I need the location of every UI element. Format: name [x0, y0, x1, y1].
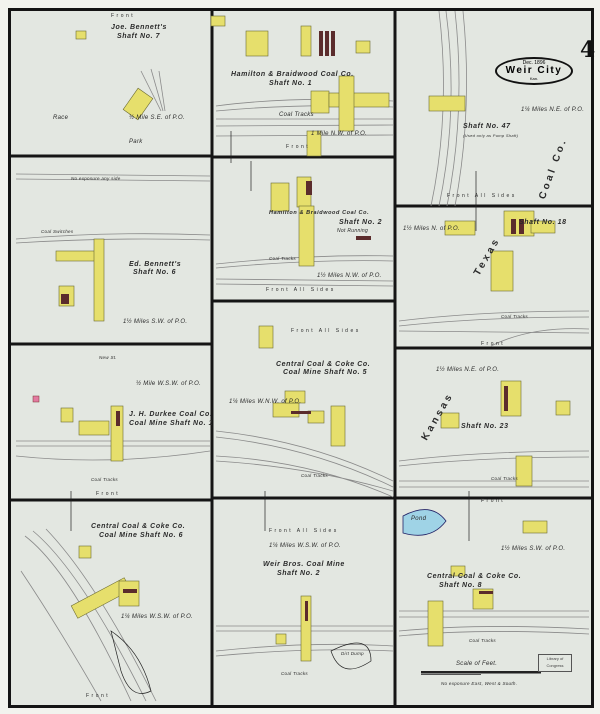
- panel-borders: [11, 11, 591, 705]
- panel-2-title: Hamilton & Braidwood Coal Co.: [231, 71, 354, 78]
- panel-6-distance: 1½ Miles N. of P.O.: [403, 226, 460, 232]
- state-name: Kan.: [529, 76, 539, 81]
- panel-1-distance: ½ Mile S.E. of P.O.: [129, 115, 185, 121]
- panel-5-distance: 1½ Miles N.W. of P.O.: [317, 273, 382, 279]
- north-arrows: [70, 131, 477, 541]
- panel-8-street-top: New St.: [99, 355, 117, 360]
- panel-4-switches: Coal Switches: [41, 229, 74, 234]
- panel-1-street: Front: [111, 13, 136, 19]
- stamp-text: Library of Congress: [546, 656, 564, 668]
- panel-8-tracks: Coal Tracks: [91, 477, 118, 482]
- panel-7-title: Central Coal & Coke Co.: [276, 361, 371, 368]
- panel-12-distance: 1½ Miles S.W. of P.O.: [501, 546, 566, 552]
- title-cartouche: Dec. 1896 Weir City Kan.: [495, 57, 573, 85]
- panel-8-street: Front: [96, 491, 121, 497]
- panel-6-shaft: Shaft No. 18: [519, 219, 567, 226]
- panel-11-shaft: Shaft No. 2: [277, 570, 321, 577]
- panel-1-park: Park: [129, 139, 143, 145]
- panel-6-tracks: Coal Tracks: [501, 314, 528, 319]
- panel-11-street: Front All Sides: [269, 528, 339, 534]
- panel-5-title: Hamilton & Braidwood Coal Co.: [269, 210, 370, 216]
- panel-2-distance: 1 Mile N.W. of P.O.: [311, 131, 368, 137]
- panel-9-distance: 1½ Miles N.E. of P.O.: [436, 367, 500, 373]
- panel-11-title: Weir Bros. Coal Mine: [263, 561, 345, 568]
- city-name: Weir City: [505, 65, 563, 76]
- panel-2-tracks: Coal Tracks: [279, 112, 314, 118]
- panel-3-distance: 1¼ Miles N.E. of P.O.: [521, 107, 585, 113]
- sanborn-map-sheet: 4 Dec. 1896 Weir City Kan. Joe. Bennett'…: [8, 8, 596, 708]
- panel-10-title: Central Coal & Coke Co.: [91, 523, 186, 530]
- panel-5-shaft: Shaft No. 2: [339, 219, 383, 226]
- panel-5-street: Front All Sides: [266, 287, 336, 293]
- panel-6-street: Front: [481, 341, 506, 347]
- panel-12-shaft: Shaft No. 8: [439, 582, 483, 589]
- panel-11-tracks: Coal Tracks: [281, 671, 308, 676]
- panel-3-shaft: Shaft No. 47: [463, 123, 511, 130]
- panel-8-title: J. H. Durkee Coal Co.: [129, 411, 213, 418]
- panel-8-distance: ½ Mile W.S.W. of P.O.: [136, 381, 202, 387]
- panel-10-distance: 1¼ Miles W.S.W. of P.O.: [121, 614, 194, 620]
- panel-4-shaft: Shaft No. 6: [133, 269, 177, 276]
- panel-12-tracks: Coal Tracks: [469, 638, 496, 643]
- panel-11-distance: 1¼ Miles W.S.W. of P.O.: [269, 543, 342, 549]
- map-date: Dec. 1896: [522, 60, 546, 66]
- panel-2-street: Front: [286, 144, 311, 150]
- panel-4-distance: 1½ Miles S.W. of P.O.: [123, 319, 188, 325]
- dirt-dump-outline: [330, 642, 372, 670]
- panel-2-shaft: Shaft No. 1: [269, 80, 313, 87]
- panel-8-shaft: Coal Mine Shaft No. 1: [129, 420, 214, 427]
- panel-5-tracks: Coal Tracks: [269, 256, 296, 261]
- panel-10-street: Front: [86, 693, 111, 699]
- panel-3-note: (Used only as Pump Shaft): [463, 133, 519, 138]
- panel-10-shaft: Coal Mine Shaft No. 6: [99, 532, 184, 539]
- panel-1-title: Joe. Bennett's: [111, 24, 167, 31]
- panel-9-shaft: Shaft No. 23: [461, 423, 509, 430]
- sheet-number: 4: [580, 37, 596, 63]
- library-stamp: Library of Congress: [538, 654, 572, 672]
- panel-4-title: Ed. Bennett's: [129, 261, 182, 268]
- frame-buildings: [55, 15, 571, 662]
- panel-4-exposure: No exposure any side: [71, 176, 121, 181]
- exposure-note: No exposure East, West & South.: [441, 681, 518, 686]
- scale-label: Scale of Feet.: [456, 661, 498, 667]
- panel-1-shaft: Shaft No. 7: [117, 33, 161, 40]
- scale-bar: [421, 671, 541, 675]
- panel-7-tracks: Coal Tracks: [301, 473, 328, 478]
- panel-7-distance: 1¼ Miles W.N.W. of P.O.: [229, 399, 302, 405]
- panel-9-street: Front: [481, 498, 506, 504]
- brick-structures: [61, 31, 524, 621]
- panel-7-shaft: Coal Mine Shaft No. 5: [283, 369, 368, 376]
- panel-12-title: Central Coal & Coke Co.: [427, 573, 522, 580]
- panel-11-dump: Dirt Dump: [341, 651, 364, 656]
- pond-shape: [402, 509, 447, 536]
- panel-12-pond: Pond: [411, 516, 427, 522]
- pond-outline: [110, 630, 152, 694]
- map-drawing: [11, 11, 591, 705]
- panel-9-tracks: Coal Tracks: [491, 476, 518, 481]
- panel-3-street: Front All Sides: [447, 193, 517, 199]
- dwelling: [32, 395, 40, 403]
- panel-7-street: Front All Sides: [291, 328, 361, 334]
- panel-5-note: Not Running: [337, 228, 369, 234]
- panel-1-race: Race: [53, 115, 69, 121]
